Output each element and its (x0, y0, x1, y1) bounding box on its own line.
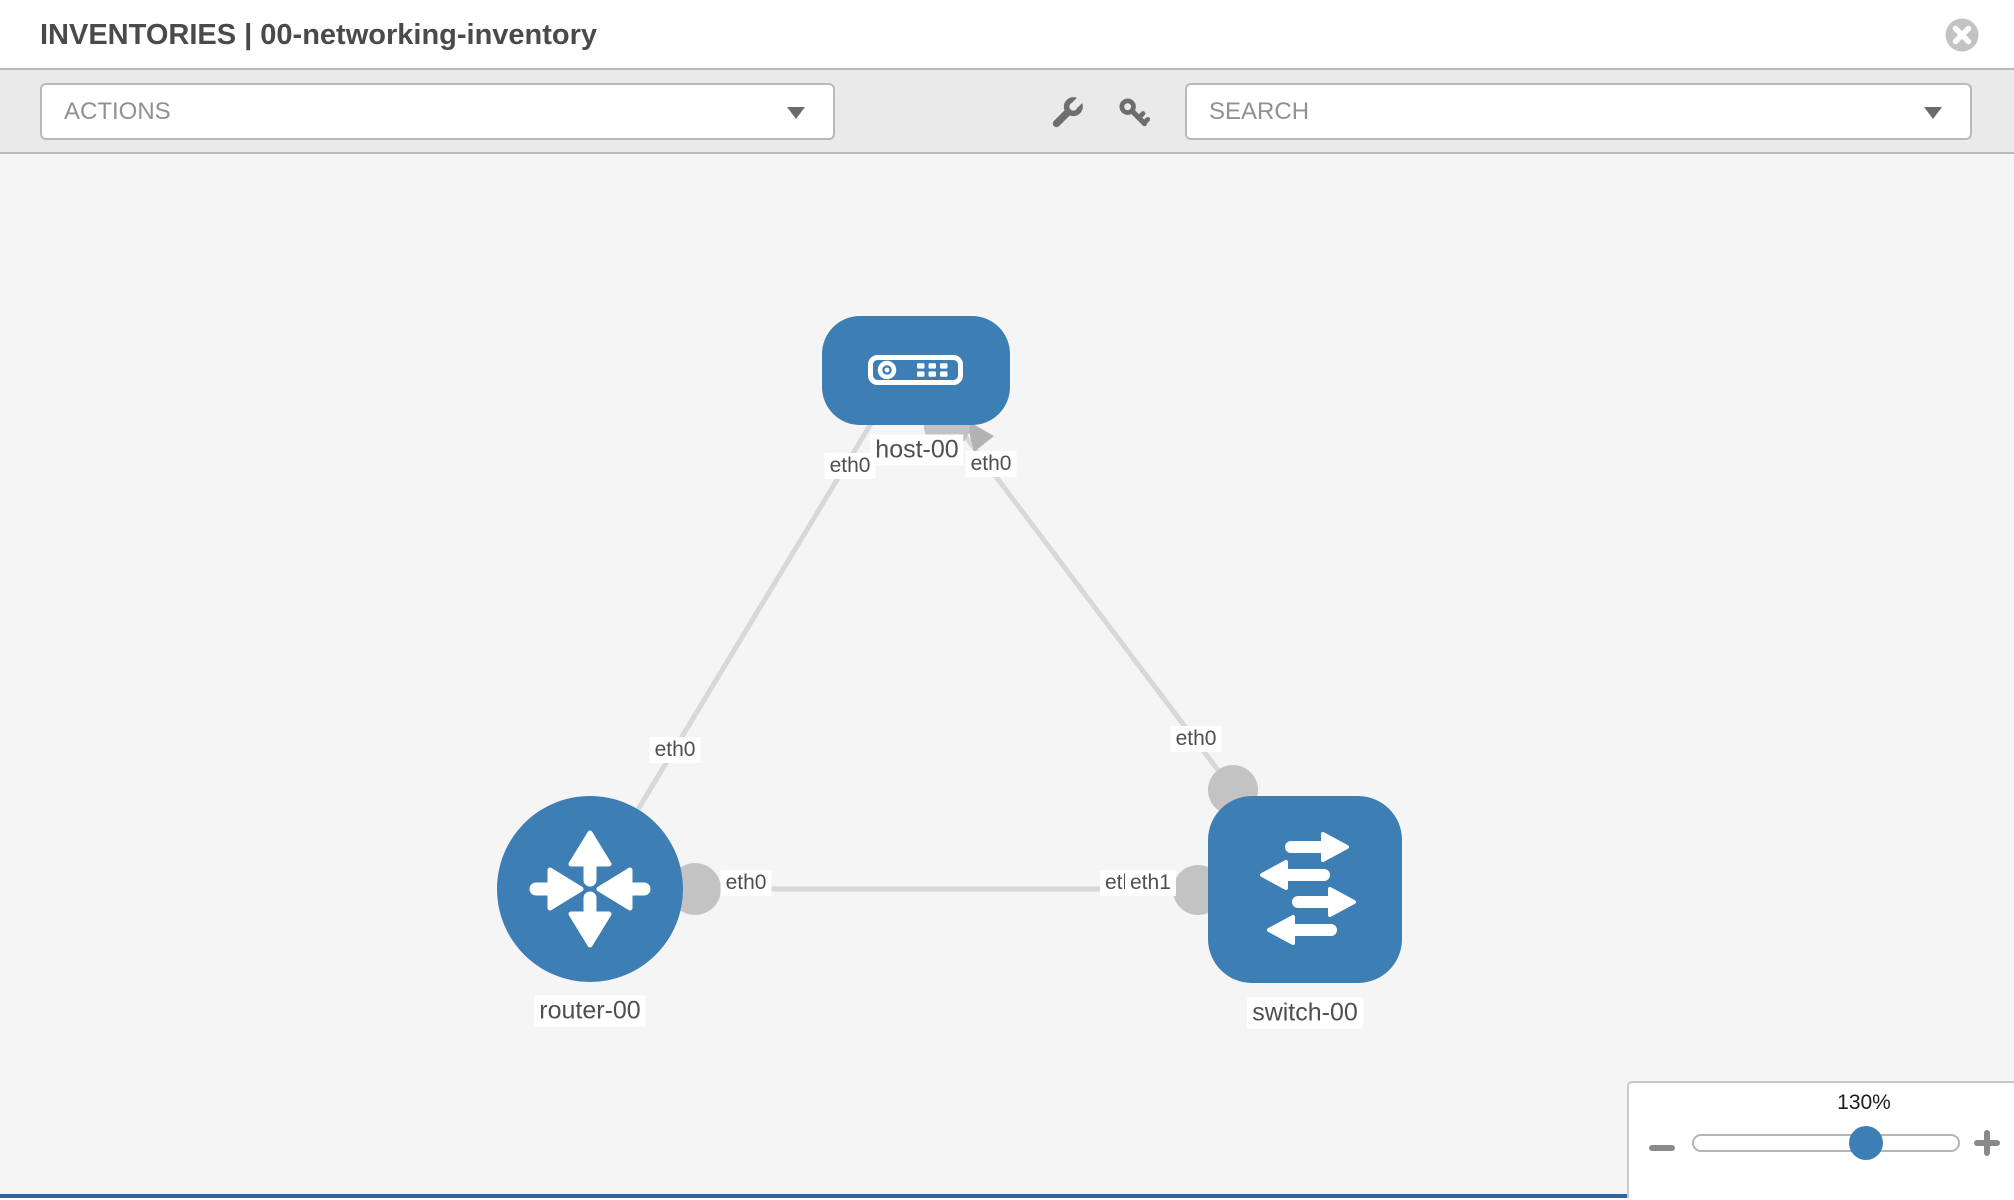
node-router[interactable] (497, 796, 683, 982)
plus-icon (1974, 1129, 2000, 1156)
key-icon (1119, 98, 1151, 127)
topology-graph (497, 316, 1402, 983)
node-label-host: host-00 (870, 434, 964, 466)
node-label-switch: switch-00 (1247, 997, 1363, 1029)
iface-label-host-right: eth0 (965, 451, 1017, 477)
zoom-slider-thumb[interactable] (1849, 1126, 1883, 1160)
zoom-out-button[interactable] (1645, 1125, 1679, 1157)
iface-label-host-left: eth0 (824, 453, 876, 479)
close-icon (1945, 18, 1979, 52)
iface-label-router-uplink: eth0 (649, 737, 701, 763)
configure-button[interactable] (1048, 92, 1088, 132)
actions-dropdown[interactable]: ACTIONS (40, 83, 835, 140)
wrench-icon (1052, 92, 1088, 128)
search-dropdown[interactable]: SEARCH (1185, 83, 1972, 140)
node-switch[interactable] (1208, 796, 1402, 983)
iface-label-switch-lan: eth1 (1125, 870, 1176, 896)
zoom-level: 130% (1837, 1091, 1891, 1114)
minus-icon (1649, 1144, 1675, 1151)
key-button[interactable] (1115, 94, 1153, 132)
zoom-slider-track[interactable] (1692, 1126, 1960, 1160)
link-arrowhead (966, 420, 994, 452)
topology-canvas[interactable]: host-00 router-00 switch-00 eth0 eth0 et… (0, 154, 2014, 1198)
switch-icon (1260, 832, 1356, 945)
zoom-panel: 130% (1627, 1081, 2014, 1198)
iface-label-switch-uplink: eth0 (1170, 726, 1222, 752)
actions-dropdown-label: ACTIONS (64, 98, 171, 125)
node-label-router: router-00 (534, 995, 646, 1027)
node-host[interactable] (822, 316, 1010, 425)
toolbar: ACTIONS SEARCH (0, 70, 2014, 154)
host-icon (868, 355, 963, 385)
zoom-in-button[interactable] (1970, 1125, 2004, 1157)
close-button[interactable] (1944, 17, 1980, 53)
footer-strip (0, 1194, 1632, 1198)
iface-label-router-lan: eth0 (720, 870, 772, 896)
page-title: INVENTORIES | 00-networking-inventory (40, 19, 598, 51)
modal-header: INVENTORIES | 00-networking-inventory (0, 0, 2014, 70)
search-placeholder: SEARCH (1209, 98, 1310, 125)
chevron-down-icon (1924, 107, 1942, 119)
router-icon (529, 830, 651, 948)
chevron-down-icon (787, 107, 805, 119)
